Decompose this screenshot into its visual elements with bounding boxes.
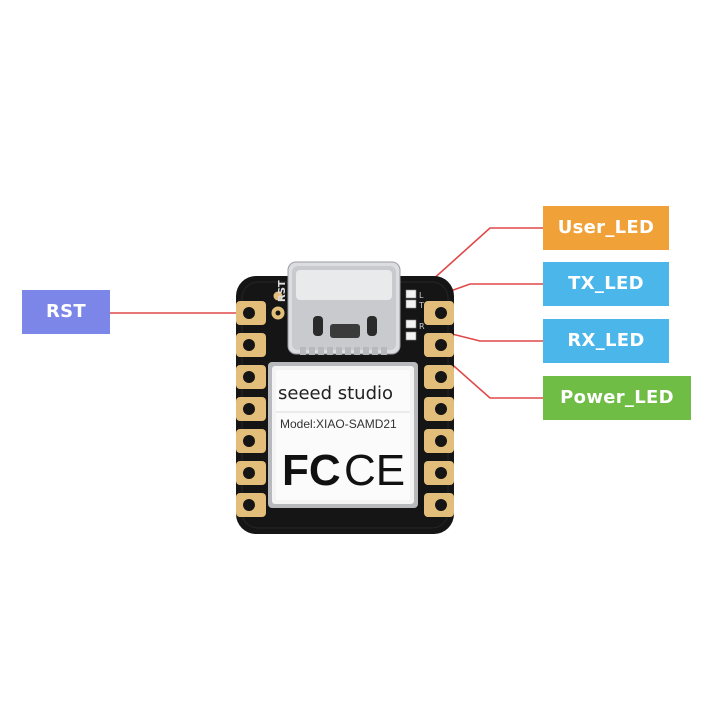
power-led-callout: Power_LED: [543, 376, 691, 420]
user-led: [405, 289, 417, 299]
silk-l-label: L: [419, 291, 424, 300]
rst-pads: [271, 291, 285, 320]
ce-mark: CE: [344, 446, 405, 495]
tx-led: [405, 299, 417, 309]
fcc-mark: FC: [282, 446, 341, 495]
right-pin-pads: [424, 301, 454, 517]
user-led-leader: [419, 227, 543, 292]
silk-t-label: T: [418, 301, 424, 310]
silk-rst-label: RST: [277, 280, 288, 302]
power-led: [405, 331, 417, 341]
rst-callout: RST: [22, 290, 110, 334]
user-led-callout: User_LED: [543, 206, 669, 250]
rx-led-callout: RX_LED: [543, 319, 669, 363]
status-leds: L T R: [405, 289, 425, 341]
shield-model: Model:XIAO-SAMD21: [280, 417, 397, 431]
left-pin-pads: [236, 301, 266, 517]
silk-r-label: R: [419, 322, 425, 331]
shield-brand: seeed studio: [278, 383, 393, 404]
tx-led-callout: TX_LED: [543, 262, 669, 306]
rx-led: [405, 319, 417, 329]
module-shield: [268, 362, 418, 508]
usb-c-connector: [287, 261, 401, 355]
